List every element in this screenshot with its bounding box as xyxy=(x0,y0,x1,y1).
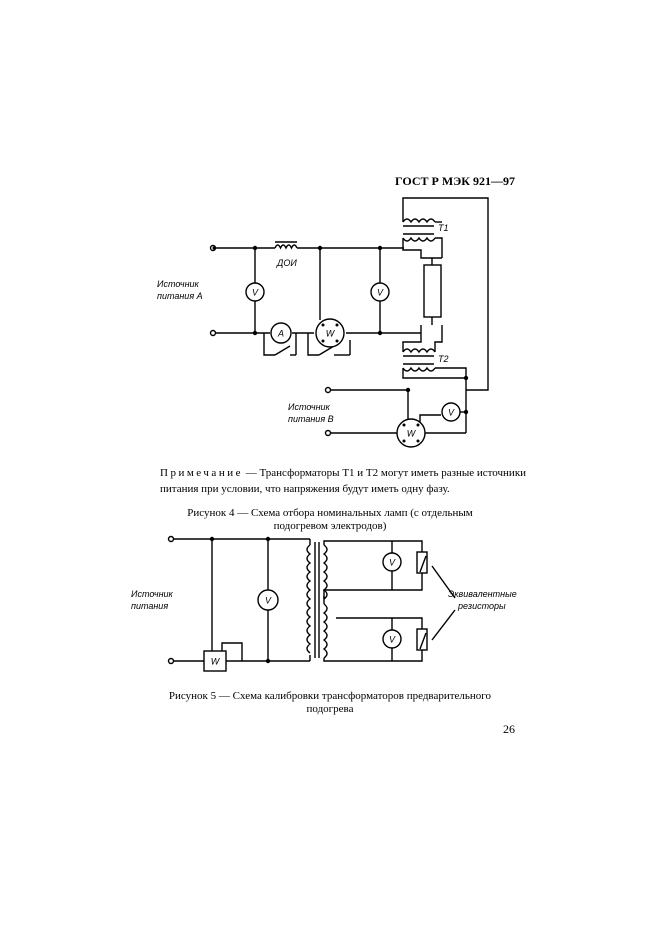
fig4-t1-label: Т1 xyxy=(438,223,449,233)
figure-4-caption-line2: подогревом электродов) xyxy=(273,520,387,532)
fig4-source-a-line2: питания А xyxy=(157,291,203,301)
fig5-resistors-line1: Эквивалентные xyxy=(448,589,517,599)
fig5-source-line1: Источник xyxy=(131,589,174,599)
fig5-wattmeter-icon xyxy=(203,650,227,672)
document-header: ГОСТ Р МЭК 921—97 xyxy=(395,174,515,188)
fig5-wattmeter-label: W xyxy=(211,657,221,667)
voltmeter-a-icon xyxy=(245,282,265,302)
figure-4-circuit: V V А W W V ДОИ Т1 Т2 Источник питания А… xyxy=(157,197,489,448)
fig4-voltmeter-lamp-label: V xyxy=(377,288,384,298)
fig4-t2-label: Т2 xyxy=(438,354,449,364)
figure-4-note: Примечание — Трансформаторы Т1 и Т2 могу… xyxy=(160,465,528,497)
fig5-voltmeter-main-icon xyxy=(257,589,279,611)
fig4-voltmeter-a-label: V xyxy=(252,288,259,298)
fig4-voltmeter-b-label: V xyxy=(448,408,455,418)
fig5-voltmeter-top-icon xyxy=(382,552,402,572)
figure-5-caption-line1: Рисунок 5 — Схема калибровки трансформат… xyxy=(168,690,492,702)
fig4-doi-label: ДОИ xyxy=(276,258,297,268)
fig4-source-b-line1: Источник xyxy=(288,402,331,412)
figure-5-circuit: V V V W Источник питания Эквивалентные р… xyxy=(131,535,517,672)
fig5-resistors-line2: резисторы xyxy=(457,601,506,611)
ammeter-icon xyxy=(270,322,292,344)
figure-5-caption-line2: подогрева xyxy=(306,703,354,715)
fig5-voltmeter-top-label: V xyxy=(389,558,396,568)
fig4-source-a-line1: Источник xyxy=(157,279,200,289)
page-number: 26 xyxy=(503,722,515,736)
fig4-ammeter-label: А xyxy=(277,329,284,339)
fig5-voltmeter-main-label: V xyxy=(265,596,272,606)
figure-4-caption-line1: Рисунок 4 — Схема отбора номинальных лам… xyxy=(187,507,473,519)
figure-4-caption: Рисунок 4 — Схема отбора номинальных лам… xyxy=(175,507,485,533)
figure-5-caption: Рисунок 5 — Схема калибровки трансформат… xyxy=(155,690,505,716)
voltmeter-lamp-icon xyxy=(370,282,390,302)
fig4-source-b-line2: питания В xyxy=(288,414,334,424)
note-prefix: Примечание xyxy=(160,467,243,479)
note-text: — Трансформаторы Т1 и Т2 могут иметь раз… xyxy=(160,467,527,495)
fig5-voltmeter-bottom-label: V xyxy=(389,635,396,645)
fig5-source-line2: питания xyxy=(131,601,168,611)
voltmeter-b-icon xyxy=(441,402,461,422)
fig4-wattmeter-a-label: W xyxy=(326,329,336,339)
fig5-voltmeter-bottom-icon xyxy=(382,629,402,649)
fig4-wattmeter-b-label: W xyxy=(407,429,417,439)
